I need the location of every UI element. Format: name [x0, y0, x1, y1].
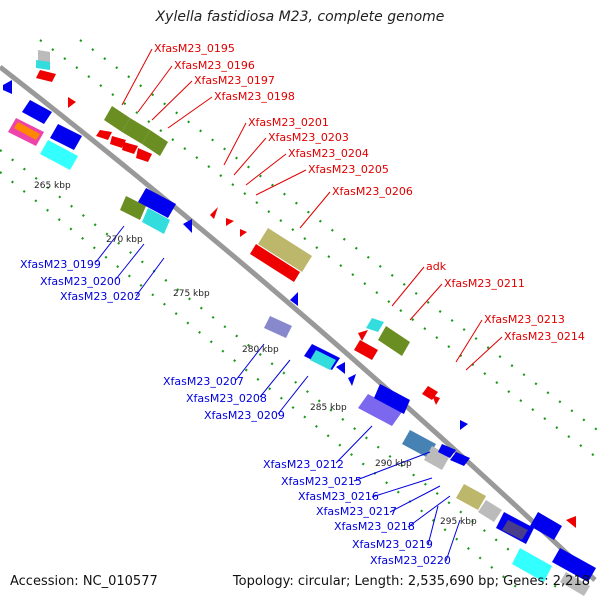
reverse-leader-lines [95, 225, 461, 562]
genome-backbone [0, 65, 597, 582]
gene-label-reverse[interactable]: XfasM23_0215 [281, 475, 362, 488]
kbp-label: 265 kbp [34, 181, 71, 191]
gene-label-reverse[interactable]: XfasM23_0200 [40, 275, 121, 288]
gene-label-forward[interactable]: XfasM23_0196 [174, 59, 255, 72]
gene-label-forward[interactable]: XfasM23_0198 [214, 90, 295, 103]
gene-label-reverse[interactable]: XfasM23_0208 [186, 392, 267, 405]
map-title: Xylella fastidiosa M23, complete genome [155, 9, 445, 25]
kbp-label: 270 kbp [106, 235, 143, 245]
kbp-label: 290 kbp [375, 459, 412, 469]
reverse-genes [8, 100, 596, 596]
forward-gene-labels: XfasM23_0195 XfasM23_0196 XfasM23_0197 X… [154, 42, 585, 343]
kbp-labels: 265 kbp 270 kbp 275 kbp 280 kbp 285 kbp … [34, 181, 477, 527]
gene-label-forward[interactable]: XfasM23_0213 [484, 313, 565, 326]
gene-label-forward[interactable]: XfasM23_0203 [268, 131, 349, 144]
gene-label-reverse[interactable]: XfasM23_0216 [298, 490, 379, 503]
kbp-label: 285 kbp [310, 403, 347, 413]
kbp-label: 280 kbp [242, 345, 279, 355]
gene-label-reverse[interactable]: XfasM23_0202 [60, 290, 141, 303]
tick-marks [0, 39, 600, 591]
gene-label-forward[interactable]: XfasM23_0205 [308, 163, 389, 176]
forward-leader-lines [121, 48, 503, 371]
gene-label-forward[interactable]: XfasM23_0195 [154, 42, 235, 55]
gene-label-forward[interactable]: XfasM23_0201 [248, 116, 329, 129]
forward-genes [36, 50, 486, 510]
gene-label-reverse[interactable]: XfasM23_0207 [163, 375, 244, 388]
small-arrows [3, 80, 576, 528]
gene-label-reverse[interactable]: XfasM23_0220 [370, 554, 451, 567]
gene-label-reverse[interactable]: XfasM23_0212 [263, 458, 344, 471]
gene-label-reverse[interactable]: XfasM23_0218 [334, 520, 415, 533]
gene-label-forward[interactable]: XfasM23_0214 [504, 330, 585, 343]
gene-label-forward[interactable]: XfasM23_0206 [332, 185, 413, 198]
gene-label-reverse[interactable]: XfasM23_0199 [20, 258, 101, 271]
gene-label-reverse[interactable]: XfasM23_0219 [352, 538, 433, 551]
reverse-gene-labels: XfasM23_0199 XfasM23_0200 XfasM23_0202 X… [20, 258, 451, 567]
gene-label-forward[interactable]: XfasM23_0197 [194, 74, 275, 87]
gene-label-forward[interactable]: XfasM23_0211 [444, 277, 525, 290]
gene-label-reverse[interactable]: XfasM23_0217 [316, 505, 397, 518]
accession-text: Accession: NC_010577 [10, 574, 158, 589]
kbp-label: 295 kbp [440, 517, 477, 527]
topology-text: Topology: circular; Length: 2,535,690 bp… [232, 574, 590, 589]
kbp-label: 275 kbp [173, 289, 210, 299]
gene-label-forward[interactable]: XfasM23_0204 [288, 147, 369, 160]
gene-label-forward[interactable]: adk [426, 260, 447, 273]
gene-label-reverse[interactable]: XfasM23_0209 [204, 409, 285, 422]
